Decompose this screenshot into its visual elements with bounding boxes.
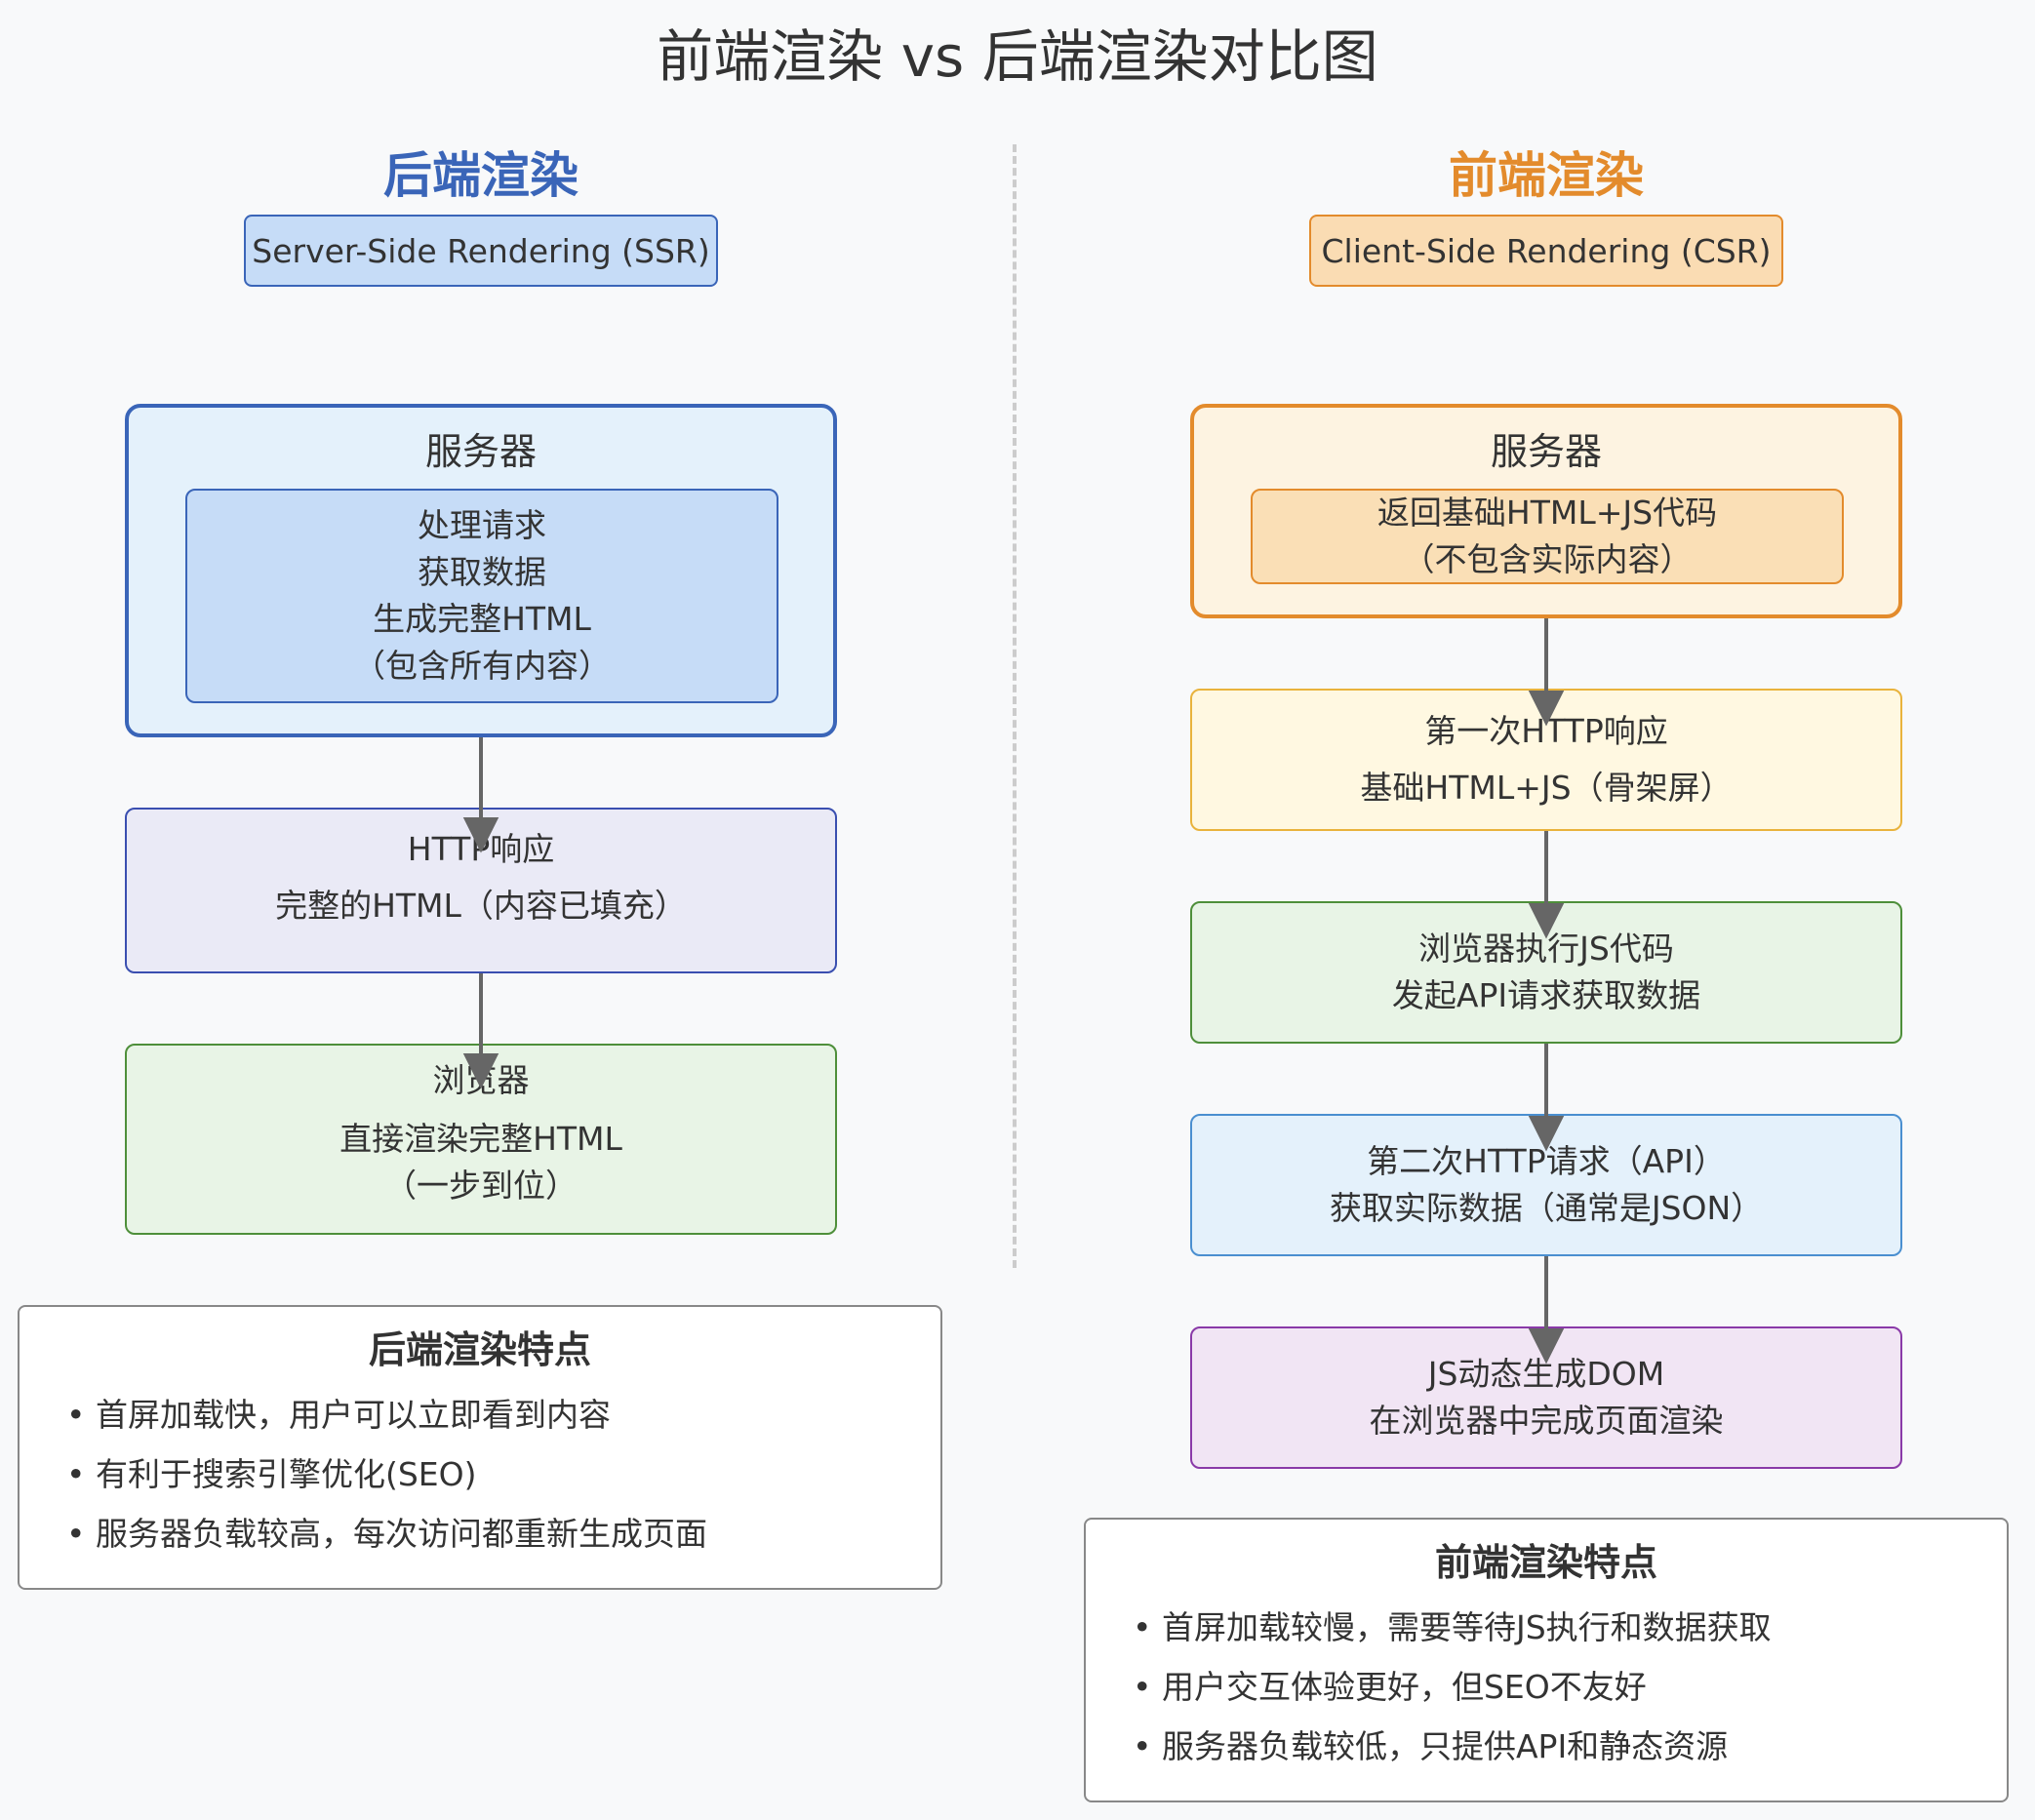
list-item: 有利于搜索引擎优化(SEO) [66, 1444, 707, 1504]
csr-server-line: 返回基础HTML+JS代码 [1377, 494, 1718, 532]
csr-server-line: （不包含实际内容） [1402, 540, 1693, 578]
csr-server-return: 返回基础HTML+JS代码 （不包含实际内容） [1251, 489, 1844, 584]
csr-first-response: 第一次HTTP响应 基础HTML+JS（骨架屏） [1190, 689, 1902, 831]
ssr-features-list: 首屏加载快，用户可以立即看到内容 有利于搜索引擎优化(SEO) 服务器负载较高，… [66, 1385, 707, 1563]
csr-features-title: 前端渲染特点 [1434, 1541, 1657, 1584]
csr-browser-exec-line: 发起API请求获取数据 [1391, 976, 1701, 1014]
list-item: 用户交互体验更好，但SEO不友好 [1133, 1657, 1772, 1717]
list-item: 首屏加载快，用户可以立即看到内容 [66, 1385, 707, 1444]
center-divider [1013, 144, 1017, 1268]
csr-browser-exec-line: 浏览器执行JS代码 [1418, 930, 1674, 968]
ssr-http-response-title: HTTP响应 [407, 830, 555, 868]
ssr-server-line: 获取数据 [418, 553, 546, 591]
ssr-server-line: 处理请求 [418, 506, 546, 544]
ssr-server-line: （包含所有内容） [353, 647, 611, 685]
csr-second-request-line: 获取实际数据（通常是JSON） [1329, 1189, 1764, 1227]
list-item: 服务器负载较低，只提供API和静态资源 [1133, 1717, 1772, 1776]
csr-first-response-line: 基础HTML+JS（骨架屏） [1360, 769, 1733, 807]
ssr-browser-title: 浏览器 [432, 1061, 530, 1099]
ssr-subtitle: Server-Side Rendering (SSR) [244, 215, 718, 287]
list-item: 服务器负载较高，每次访问都重新生成页面 [66, 1504, 707, 1563]
ssr-server-label: 服务器 [424, 430, 537, 473]
csr-server-box: 服务器 返回基础HTML+JS代码 （不包含实际内容） [1190, 404, 1902, 618]
ssr-server-box: 服务器 处理请求 获取数据 生成完整HTML （包含所有内容） [125, 404, 837, 737]
csr-first-response-title: 第一次HTTP响应 [1424, 712, 1668, 750]
csr-server-label: 服务器 [1490, 430, 1602, 473]
ssr-server-process: 处理请求 获取数据 生成完整HTML （包含所有内容） [185, 489, 778, 703]
ssr-browser-line: （一步到位） [384, 1167, 578, 1205]
csr-browser-exec: 浏览器执行JS代码 发起API请求获取数据 [1190, 901, 1902, 1044]
csr-js-dom-line: JS动态生成DOM [1427, 1355, 1665, 1393]
ssr-http-response: HTTP响应 完整的HTML（内容已填充） [125, 808, 837, 973]
csr-js-dom-line: 在浏览器中完成页面渲染 [1369, 1402, 1724, 1440]
csr-second-request: 第二次HTTP请求（API） 获取实际数据（通常是JSON） [1190, 1114, 1902, 1256]
ssr-browser-line: 直接渲染完整HTML [339, 1120, 622, 1158]
ssr-http-response-line: 完整的HTML（内容已填充） [275, 887, 687, 925]
csr-heading: 前端渲染 [1449, 147, 1644, 204]
csr-features-box: 前端渲染特点 首屏加载较慢，需要等待JS执行和数据获取 用户交互体验更好，但SE… [1084, 1518, 2009, 1802]
list-item: 首屏加载较慢，需要等待JS执行和数据获取 [1133, 1598, 1772, 1657]
csr-features-list: 首屏加载较慢，需要等待JS执行和数据获取 用户交互体验更好，但SEO不友好 服务… [1133, 1598, 1772, 1776]
csr-js-dom: JS动态生成DOM 在浏览器中完成页面渲染 [1190, 1326, 1902, 1469]
ssr-server-line: 生成完整HTML [373, 600, 591, 638]
diagram-title: 前端渲染 vs 后端渲染对比图 [657, 23, 1378, 90]
ssr-heading: 后端渲染 [383, 147, 579, 204]
ssr-browser: 浏览器 直接渲染完整HTML （一步到位） [125, 1044, 837, 1235]
ssr-features-box: 后端渲染特点 首屏加载快，用户可以立即看到内容 有利于搜索引擎优化(SEO) 服… [18, 1305, 942, 1590]
csr-subtitle: Client-Side Rendering (CSR) [1309, 215, 1783, 287]
ssr-features-title: 后端渲染特点 [368, 1328, 591, 1371]
csr-second-request-line: 第二次HTTP请求（API） [1367, 1142, 1726, 1180]
